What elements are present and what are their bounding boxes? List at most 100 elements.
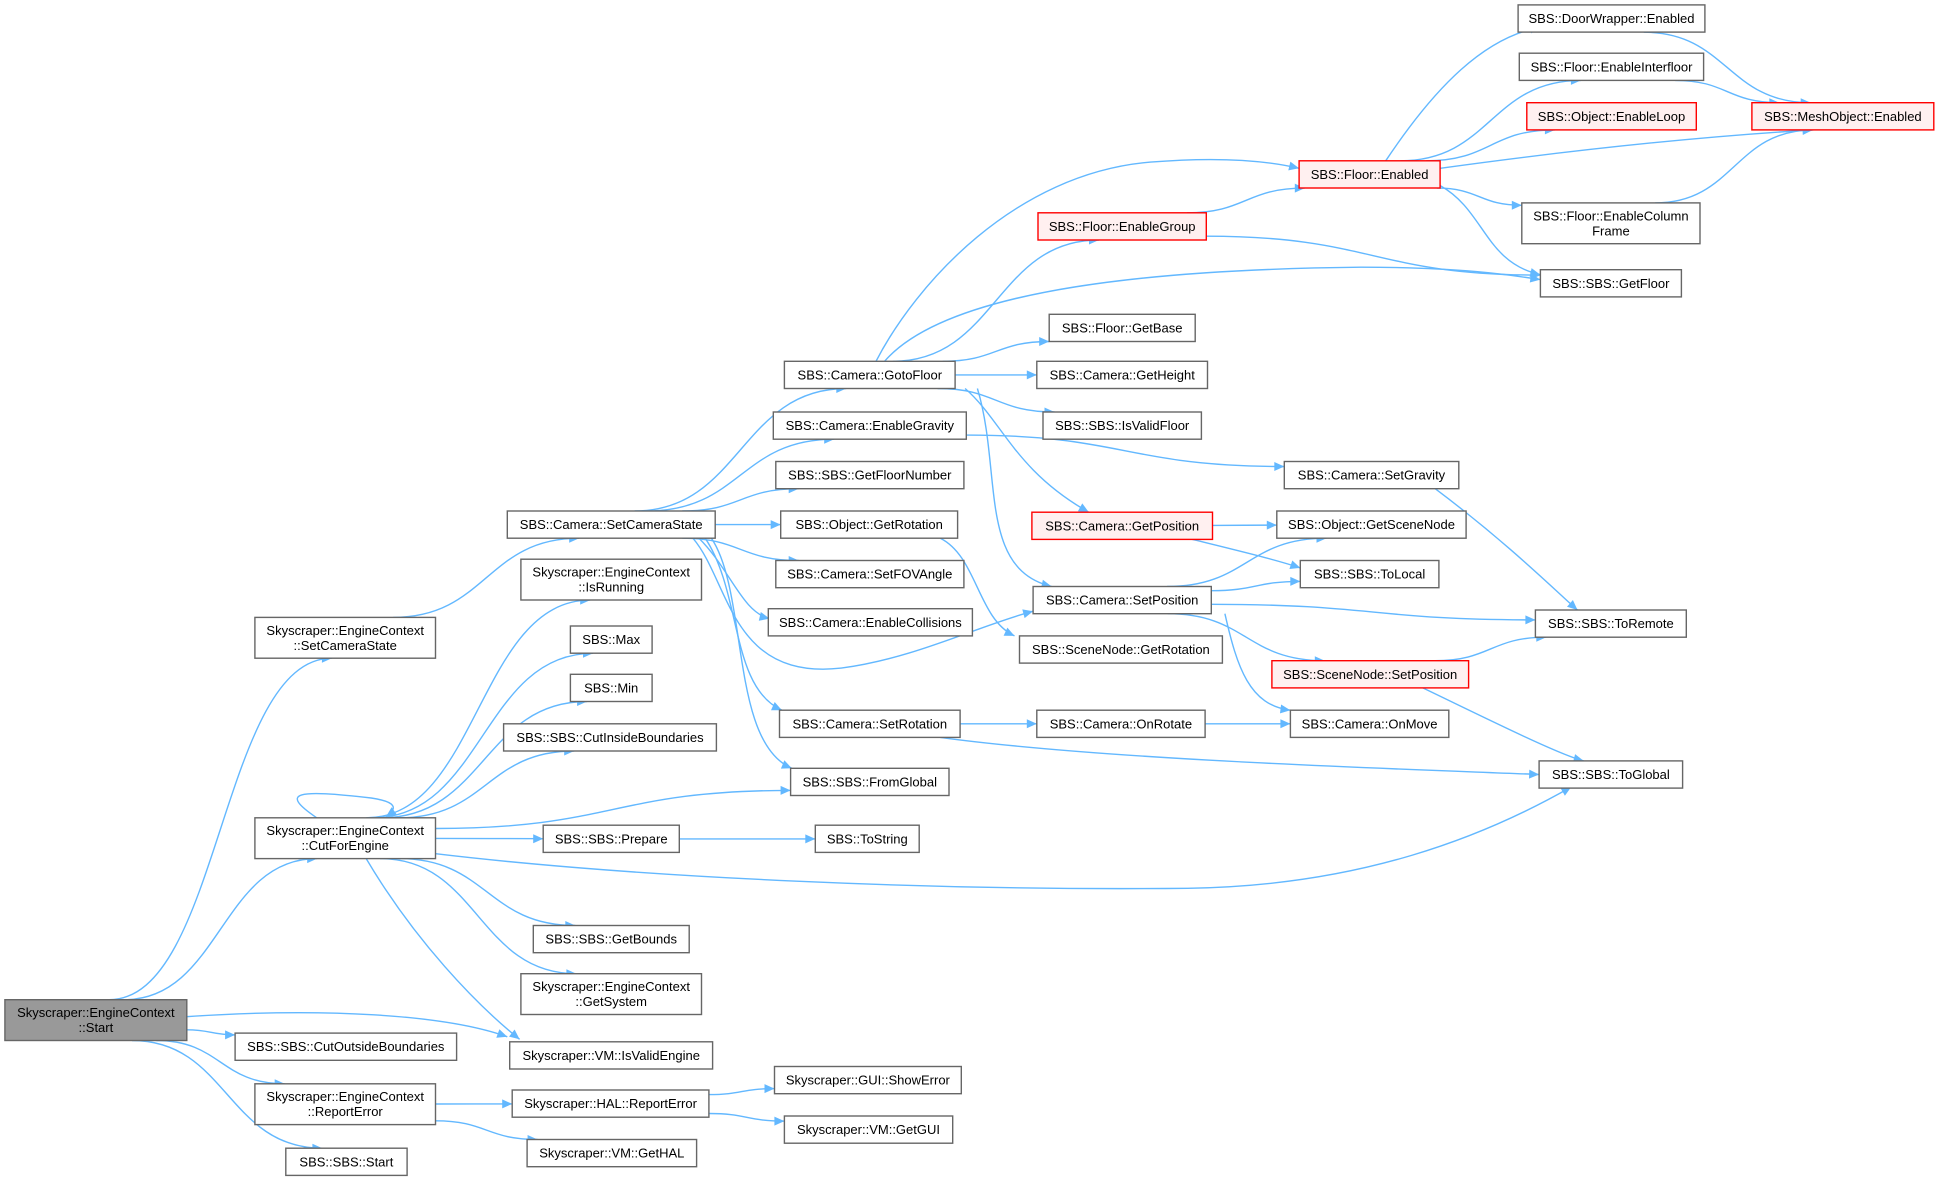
arrowhead xyxy=(1274,462,1285,471)
node-showerror[interactable]: Skyscraper::GUI::ShowError xyxy=(773,1065,963,1095)
arrowhead xyxy=(1560,786,1572,796)
node-box xyxy=(1276,510,1467,539)
node-label: SBS::SBS::GetFloor xyxy=(1552,276,1670,291)
node-enableloop[interactable]: SBS::Object::EnableLoop xyxy=(1526,101,1698,131)
edge-start-to-isvalidengine xyxy=(181,1012,508,1038)
node-label: SBS::Max xyxy=(582,632,640,647)
arrowhead xyxy=(496,1029,508,1038)
node-label: Skyscraper::VM::GetGUI xyxy=(797,1122,940,1137)
node-cutinside[interactable]: SBS::SBS::CutInsideBoundaries xyxy=(502,723,718,752)
node-getscenenode[interactable]: SBS::Object::GetSceneNode xyxy=(1276,510,1467,539)
node-box xyxy=(1271,660,1470,689)
arrowhead xyxy=(1525,615,1536,625)
node-box xyxy=(1517,4,1706,33)
node-prepare[interactable]: SBS::SBS::Prepare xyxy=(542,824,681,854)
node-box xyxy=(1018,635,1224,664)
node-fromglobal[interactable]: SBS::SBS::FromGlobal xyxy=(789,767,950,797)
node-gotofloor[interactable]: SBS::Camera::GotoFloor xyxy=(783,360,956,390)
edge-enablegroup-to-floor_enabled xyxy=(1186,183,1305,214)
node-min[interactable]: SBS::Min xyxy=(569,673,653,703)
edge-gotofloor-to-getheight xyxy=(955,370,1037,380)
node-label: SBS::SceneNode::SetPosition xyxy=(1283,667,1457,682)
node-enablegravity[interactable]: SBS::Camera::EnableGravity xyxy=(772,411,967,440)
node-cutforengine[interactable]: Skyscraper::EngineContext::CutForEngine xyxy=(254,817,437,860)
arrowhead xyxy=(502,1099,513,1109)
edge-enablegroup-to-getfloor xyxy=(1206,235,1541,280)
edge-cam_setposition-to-toremote xyxy=(1211,603,1536,625)
node-onrotate[interactable]: SBS::Camera::OnRotate xyxy=(1036,709,1206,739)
node-enablegroup[interactable]: SBS::Floor::EnableGroup xyxy=(1037,212,1208,241)
node-floor-enabled[interactable]: SBS::Floor::Enabled xyxy=(1298,160,1441,189)
node-setrotation[interactable]: SBS::Camera::SetRotation xyxy=(778,709,961,739)
node-enableinterfloor[interactable]: SBS::Floor::EnableInterfloor xyxy=(1518,52,1705,82)
node-label: ::SetCameraState xyxy=(294,638,397,653)
node-box xyxy=(1538,760,1684,789)
node-setfovangle[interactable]: SBS::Camera::SetFOVAngle xyxy=(775,559,965,589)
arrowhead xyxy=(1003,627,1015,636)
arrowhead xyxy=(1288,161,1300,171)
node-label: SBS::SBS::GetBounds xyxy=(545,932,677,947)
node-box xyxy=(511,1089,710,1118)
node-sn-getrotation[interactable]: SBS::SceneNode::GetRotation xyxy=(1018,635,1224,664)
node-getbase[interactable]: SBS::Floor::GetBase xyxy=(1048,313,1196,343)
node-setgravity[interactable]: SBS::Camera::SetGravity xyxy=(1283,460,1460,490)
node-toremote[interactable]: SBS::SBS::ToRemote xyxy=(1534,609,1688,638)
edge-cam_getposition-to-getscenenode xyxy=(1212,520,1277,530)
node-label: SBS::SBS::FromGlobal xyxy=(803,774,937,789)
node-getfloornumber[interactable]: SBS::SBS::GetFloorNumber xyxy=(775,460,965,490)
node-tolocal[interactable]: SBS::SBS::ToLocal xyxy=(1299,559,1440,589)
edge-sn_setposition-to-toremote xyxy=(1434,632,1547,662)
node-isvalidfloor[interactable]: SBS::SBS::IsValidFloor xyxy=(1042,411,1203,440)
node-box xyxy=(1298,160,1441,189)
node-tostring[interactable]: SBS::ToString xyxy=(814,824,920,854)
node-label: ::GetSystem xyxy=(575,994,647,1009)
node-box xyxy=(1042,411,1203,440)
node-getsystem[interactable]: Skyscraper::EngineContext::GetSystem xyxy=(520,973,703,1016)
node-box xyxy=(1283,460,1460,490)
node-obj-getrotation[interactable]: SBS::Object::GetRotation xyxy=(780,510,959,539)
node-reporterror-ec[interactable]: Skyscraper::EngineContext::ReportError xyxy=(254,1083,437,1126)
arrowhead xyxy=(1280,719,1291,729)
node-box xyxy=(502,723,718,752)
node-box xyxy=(254,1083,437,1126)
node-cam-getposition[interactable]: SBS::Camera::GetPosition xyxy=(1031,511,1214,541)
node-getheight[interactable]: SBS::Camera::GetHeight xyxy=(1036,360,1209,390)
node-mesh-enabled[interactable]: SBS::MeshObject::Enabled xyxy=(1751,101,1935,131)
node-max[interactable]: SBS::Max xyxy=(569,625,653,654)
arrowhead xyxy=(509,1029,520,1040)
node-cam-setcamerastate[interactable]: SBS::Camera::SetCameraState xyxy=(506,510,716,539)
node-label: SBS::Floor::EnableColumn xyxy=(1533,208,1688,223)
node-hal-reporterror[interactable]: Skyscraper::HAL::ReportError xyxy=(511,1089,710,1118)
node-toglobal[interactable]: SBS::SBS::ToGlobal xyxy=(1538,760,1684,789)
node-cutoutside[interactable]: SBS::SBS::CutOutsideBoundaries xyxy=(234,1032,458,1061)
node-box xyxy=(1036,709,1206,739)
node-enablecollisions[interactable]: SBS::Camera::EnableCollisions xyxy=(767,608,974,637)
node-label: SBS::Camera::SetFOVAngle xyxy=(787,567,952,582)
node-onmove[interactable]: SBS::Camera::OnMove xyxy=(1289,709,1450,739)
node-getgui[interactable]: Skyscraper::VM::GetGUI xyxy=(783,1115,954,1144)
edge-cam_setcamerastate-to-gotofloor xyxy=(634,384,847,512)
node-box xyxy=(772,411,967,440)
node-box xyxy=(1289,709,1450,739)
node-getfloor[interactable]: SBS::SBS::GetFloor xyxy=(1539,269,1683,298)
node-cam-setposition[interactable]: SBS::Camera::SetPosition xyxy=(1032,585,1212,615)
node-setcamerastate-ec[interactable]: Skyscraper::EngineContext::SetCameraStat… xyxy=(254,616,437,659)
node-label: Frame xyxy=(1592,223,1630,238)
edge-floor_enabled-to-enablecolumnframe xyxy=(1436,187,1522,210)
arrowhead xyxy=(1077,503,1089,513)
node-label: Skyscraper::EngineContext xyxy=(17,1005,175,1020)
edge-reporterror_ec-to-hal_reporterror xyxy=(435,1099,513,1109)
node-box xyxy=(526,1138,698,1168)
arrowhead xyxy=(1039,337,1050,346)
node-getbounds[interactable]: SBS::SBS::GetBounds xyxy=(532,924,690,954)
node-box xyxy=(780,510,959,539)
node-sn-setposition[interactable]: SBS::SceneNode::SetPosition xyxy=(1271,660,1470,689)
node-isrunning[interactable]: Skyscraper::EngineContext::IsRunning xyxy=(520,558,703,601)
node-gethal[interactable]: Skyscraper::VM::GetHAL xyxy=(526,1138,698,1168)
node-doorwrapper-enabled[interactable]: SBS::DoorWrapper::Enabled xyxy=(1517,4,1706,33)
arrowhead xyxy=(764,1084,775,1094)
node-isvalidengine[interactable]: Skyscraper::VM::IsValidEngine xyxy=(509,1041,714,1070)
node-sbsstart[interactable]: SBS::SBS::Start xyxy=(285,1147,408,1177)
edge-cam_setcamerastate-to-obj_getrotation xyxy=(715,520,781,530)
